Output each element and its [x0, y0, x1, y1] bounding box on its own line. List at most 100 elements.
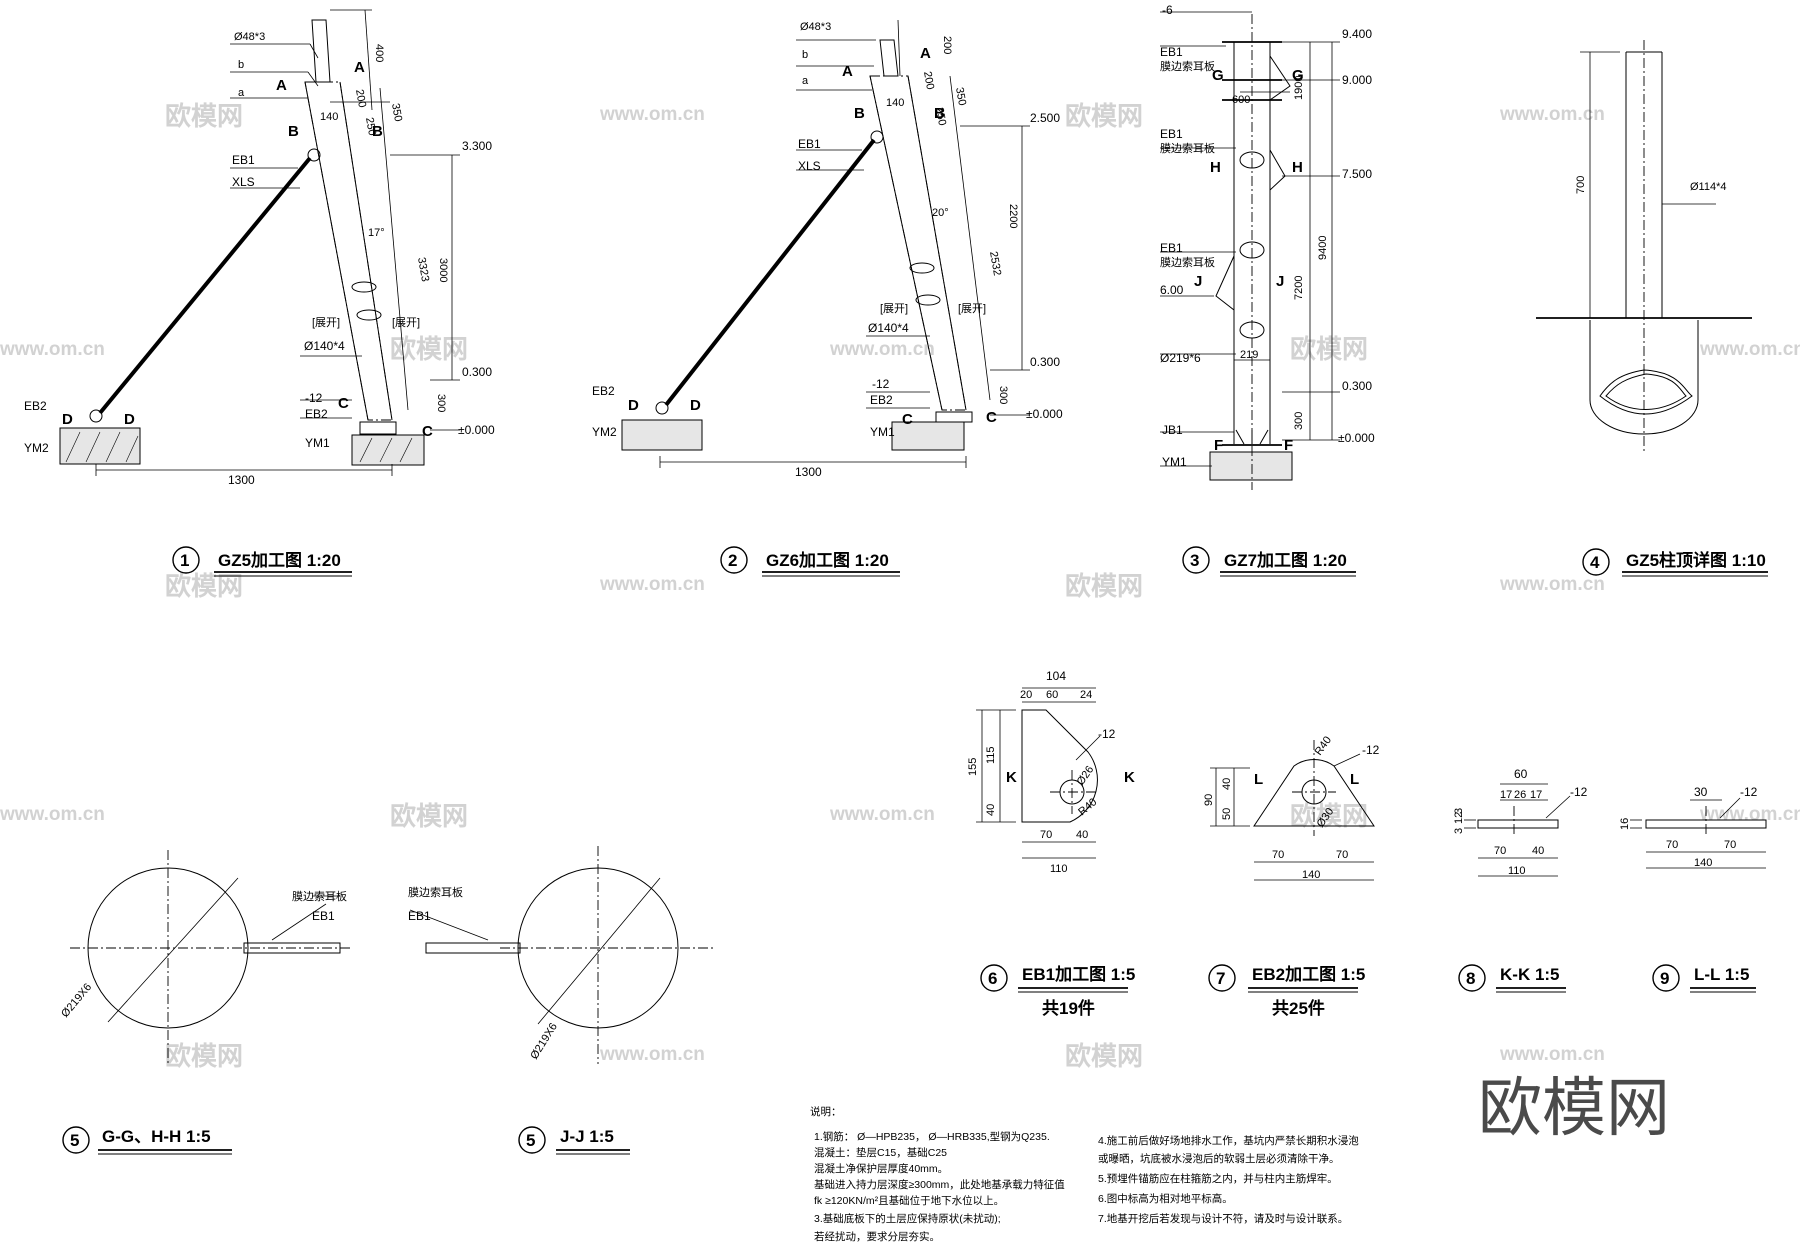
label-dia: Ø219X6: [59, 981, 94, 1020]
section-mark-a-left: A: [842, 63, 853, 80]
drawing-title: G-G、H-H 1:5: [102, 1127, 211, 1146]
drawing-gz5-top: 700 Ø114*4 4 GZ5柱顶详图 1:10: [1536, 40, 1768, 577]
label-thickness: -12: [1098, 727, 1116, 741]
section-mark-l-right: L: [1350, 771, 1359, 788]
watermark-text: 欧模网: [165, 1041, 243, 1071]
dim-1900: 1900: [1293, 76, 1305, 100]
note-line: 1.钢筋： Ø—HPB235， Ø—HRB335,型钢为Q235.: [814, 1130, 1050, 1143]
label-dia: Ø219X6: [528, 1021, 560, 1062]
drawing-section-kk: 60 17 26 17 -12 3 12 3 70 40 110 8 K-K 1…: [1453, 767, 1588, 993]
section-mark-d-right: D: [690, 397, 701, 414]
note-line: 或曝晒，坑底被水浸泡后的软弱土层必须清除干净。: [1098, 1152, 1340, 1165]
note-line: fk ≥120KN/m²且基础位于地下水位以上。: [814, 1194, 1004, 1207]
section-mark-b-right: B: [934, 105, 945, 122]
drawing-title: EB1加工图 1:5: [1022, 965, 1135, 984]
watermark-logo: 欧模网: [1478, 1072, 1670, 1144]
elev-9000: 9.000: [1342, 73, 1372, 87]
dim-350: 350: [389, 102, 404, 122]
pipe-top: [879, 39, 899, 77]
elev-2500: 2.500: [1030, 111, 1060, 125]
elev-0000: ±0.000: [1026, 407, 1063, 421]
drawing-number: 6: [988, 969, 997, 988]
dim-16: 16: [1619, 818, 1631, 830]
watermark-site: www.om.cn: [0, 804, 105, 825]
drawing-gz7: -6 EB1 膜边索耳板 EB1 膜边索耳板 EB1 膜边索耳板 6.00 Ø2…: [1160, 3, 1375, 577]
drawing-title: GZ5加工图 1:20: [218, 551, 341, 570]
general-notes: 说明： 1.钢筋： Ø—HPB235， Ø—HRB335,型钢为Q235. 混凝…: [810, 1105, 1359, 1243]
label-thickness: -12: [1570, 785, 1588, 799]
watermark-text: 欧模网: [390, 801, 468, 831]
dim-40b: 40: [1076, 829, 1088, 841]
dim-40: 40: [1221, 778, 1233, 790]
label-pipe: Ø140*4: [304, 339, 345, 353]
dim-350: 350: [953, 86, 968, 106]
section-mark-k-left: K: [1006, 769, 1017, 786]
label-ear: 膜边索耳板: [292, 889, 347, 903]
elev-600: 6.00: [1160, 283, 1184, 297]
section-mark-f-left: F: [1214, 437, 1223, 454]
foundation-ym1: [351, 434, 425, 466]
dim-9400: 9400: [1317, 236, 1329, 260]
watermark-site: www.om.cn: [0, 339, 105, 360]
drawing-number: 1: [180, 551, 189, 570]
pipe-top: [311, 19, 331, 83]
cable-xls: [664, 138, 876, 407]
watermark-site: www.om.cn: [1499, 574, 1605, 595]
section-mark-b-left: B: [854, 105, 865, 122]
section-mark-c-left: C: [338, 395, 349, 412]
watermark-site: www.om.cn: [829, 339, 935, 360]
watermark-layer: 欧模网 www.om.cn 欧模网 www.om.cn www.om.cn 欧模…: [0, 101, 1800, 1071]
label-eb1: EB1: [798, 137, 821, 151]
section-mark-f-right: F: [1284, 437, 1293, 454]
drawing-eb2-plate: R40 -12 90 40 50 Ø30 70 70 140 L L 7 EB2…: [1203, 734, 1380, 1018]
drawing-number-circle: [1208, 964, 1236, 992]
watermark-site: www.om.cn: [829, 804, 935, 825]
dim-70: 70: [1040, 829, 1052, 841]
label-m12: -12: [872, 377, 890, 391]
drawing-number-circle: [518, 1126, 546, 1154]
note-line: 若经扰动，要求分层夯实。: [814, 1230, 940, 1243]
label-tag1: [展开]: [880, 302, 908, 315]
note-line: 3.基础底板下的土层应保持原状(未扰动);: [814, 1212, 1001, 1225]
label-a: a: [238, 87, 245, 99]
note-line: 基础进入持力层深度≥300mm，此处地基承载力特征值: [814, 1178, 1065, 1191]
elev-0300: 0.300: [1342, 379, 1372, 393]
drawing-number-circle: [1582, 548, 1610, 576]
section-mark-h-left: H: [1210, 159, 1221, 176]
watermark-site: www.om.cn: [1499, 1044, 1605, 1065]
section-mark-l-left: L: [1254, 771, 1263, 788]
dim-3: 3: [1453, 828, 1465, 834]
dim-70a: 70: [1666, 839, 1678, 851]
dim-30: 30: [1694, 785, 1708, 799]
dim-400: 400: [373, 44, 385, 62]
dim-140: 140: [886, 97, 904, 109]
drawing-number: 7: [1216, 969, 1225, 988]
label-xls: XLS: [232, 175, 255, 189]
drawing-number: 8: [1466, 969, 1475, 988]
drawing-number: 5: [526, 1131, 535, 1150]
dim-20: 20: [1020, 689, 1032, 701]
note-line: 混凝土：垫层C15，基础C25: [814, 1146, 947, 1159]
dim-219: 219: [1240, 349, 1258, 361]
label-pipe: Ø114*4: [1690, 181, 1727, 193]
label-eb1: EB1: [232, 153, 255, 167]
dim-70b: 70: [1336, 849, 1348, 861]
watermark-site: www.om.cn: [599, 1044, 705, 1065]
dim-2200: 2200: [1007, 204, 1019, 228]
foundation-ym2: [621, 419, 703, 451]
label-pipe: Ø219*6: [1160, 351, 1201, 365]
pipe-main: [869, 75, 967, 411]
drawing-number-circle: [720, 546, 748, 574]
drawing-title: EB2加工图 1:5: [1252, 965, 1365, 984]
dim-70: 70: [1494, 845, 1506, 857]
drawing-title: GZ7加工图 1:20: [1224, 551, 1347, 570]
dim-300: 300: [1293, 412, 1305, 430]
label-ym2: YM2: [24, 441, 49, 455]
section-mark-g-right: G: [1292, 67, 1304, 84]
label-ear-g: 膜边索耳板: [1160, 59, 1215, 73]
label-a: a: [802, 75, 809, 87]
note-line: 6.图中标高为相对地平标高。: [1098, 1192, 1233, 1205]
dim-90: 90: [1203, 794, 1215, 806]
watermark-site: www.om.cn: [599, 574, 705, 595]
label-jb1: JB1: [1162, 423, 1183, 437]
